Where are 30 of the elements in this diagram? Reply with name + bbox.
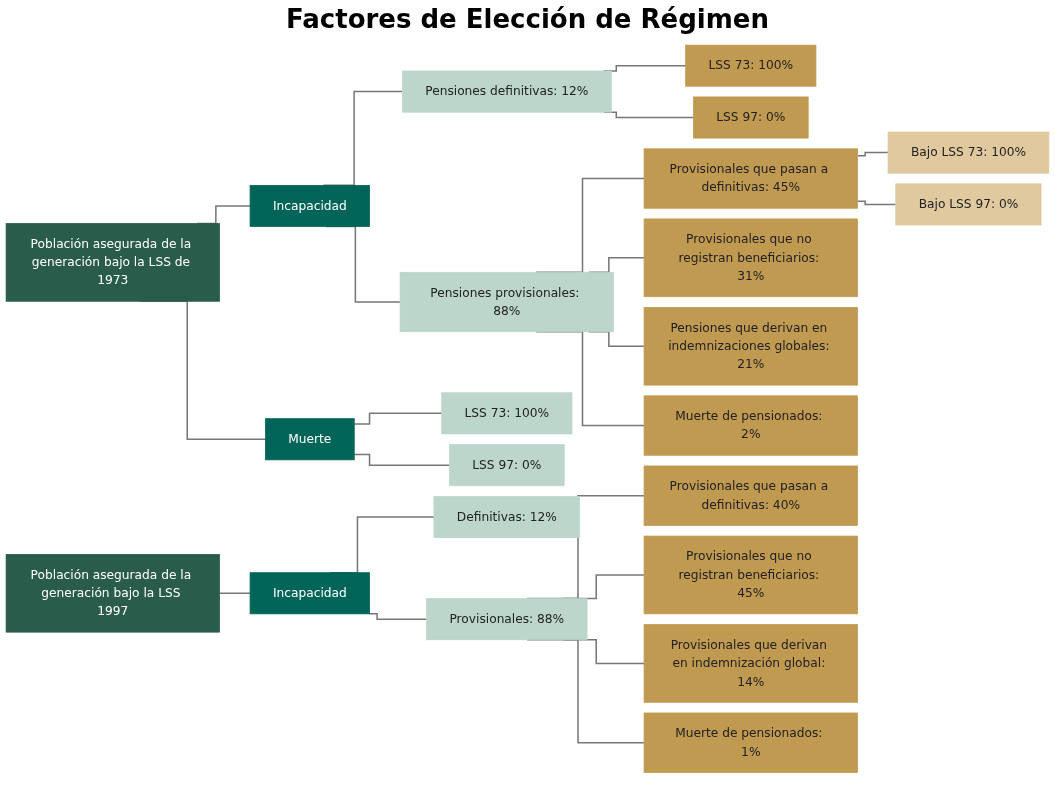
node-box: Pensiones provisionales: 88%: [399, 271, 614, 332]
node-box: Pensiones que derivan en indemnizaciones globales: 21%: [643, 306, 858, 386]
node-box: Provisionales que no registran beneficiarios: 31%: [643, 218, 858, 297]
node-box: Provisionales que pasan a definitivas: 45%: [643, 148, 858, 209]
connector: [218, 592, 251, 594]
node-box: LSS 73: 100%: [685, 44, 817, 87]
node-box: LSS 97: 0%: [693, 96, 809, 139]
node-box: Muerte de pensionados: 1%: [643, 712, 858, 773]
node-box: Incapacidad: [249, 184, 370, 227]
node-box: Población asegurada de la generación bajo la LSS de 1973: [5, 222, 220, 302]
node-box: Población asegurada de la generación bajo la LSS 1997: [5, 553, 220, 633]
connector: [368, 612, 428, 620]
node-box: Definitivas: 12%: [433, 495, 581, 538]
node-box: Muerte: [265, 418, 355, 460]
node-box: LSS 73: 100%: [441, 392, 573, 435]
node-box: Provisionales: 88%: [426, 597, 588, 640]
node-box: Bajo LSS 97: 0%: [895, 183, 1042, 226]
node-box: Provisionales que no registran beneficiarios: 45%: [643, 535, 858, 614]
diagram-title: Factores de Elección de Régimen: [285, 4, 770, 34]
node-box: Pensiones definitivas: 12%: [401, 70, 612, 113]
node-box: LSS 97: 0%: [449, 443, 565, 486]
node-box: Provisionales que pasan a definitivas: 40%: [643, 465, 858, 526]
connector: [856, 200, 897, 205]
node-box: Incapacidad: [249, 572, 370, 614]
node-box: Provisionales que derivan en indemnización global: 14%: [643, 623, 858, 703]
connector: [856, 151, 889, 157]
connector: [353, 412, 443, 425]
connector: [353, 453, 451, 466]
node-box: Bajo LSS 73: 100%: [887, 131, 1050, 174]
node-box: Muerte de pensionados: 2%: [643, 395, 858, 456]
